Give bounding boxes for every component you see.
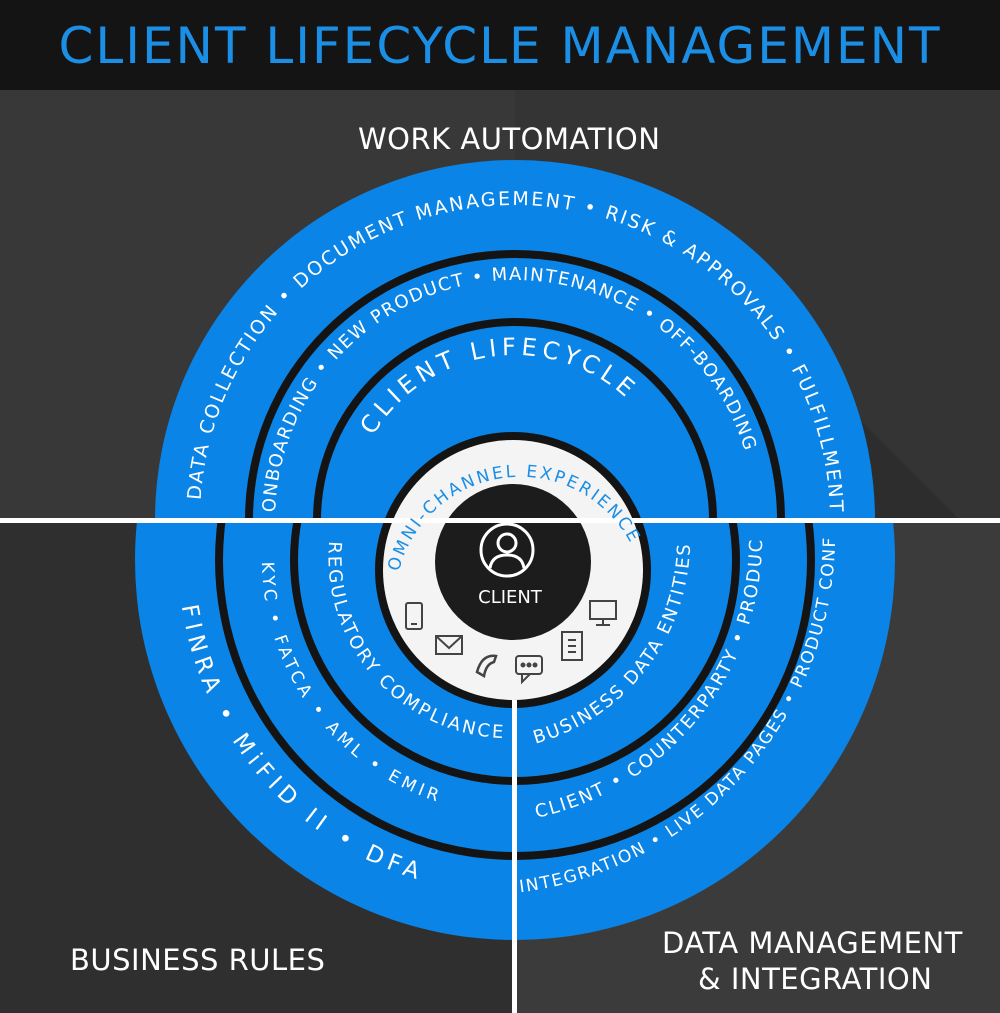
email-icon bbox=[435, 635, 463, 655]
client-center bbox=[435, 484, 591, 640]
data-management-label-line1: DATA MANAGEMENT bbox=[662, 926, 963, 960]
phone-icon bbox=[475, 654, 498, 678]
person-icon bbox=[479, 522, 535, 578]
client-label: CLIENT bbox=[478, 587, 543, 608]
title-bar bbox=[0, 0, 1000, 90]
chat-icon bbox=[515, 655, 543, 685]
data-management-label-line2: & INTEGRATION bbox=[698, 962, 933, 996]
monitor-icon bbox=[589, 600, 617, 626]
vertical-divider bbox=[512, 700, 517, 1013]
building-icon bbox=[561, 631, 583, 661]
page-title: CLIENT LIFECYCLE MANAGEMENT bbox=[58, 17, 942, 75]
work-automation-label: WORK AUTOMATION bbox=[358, 122, 661, 156]
horizontal-divider bbox=[0, 518, 1000, 523]
business-rules-label: BUSINESS RULES bbox=[70, 943, 326, 977]
mobile-icon bbox=[405, 602, 423, 630]
